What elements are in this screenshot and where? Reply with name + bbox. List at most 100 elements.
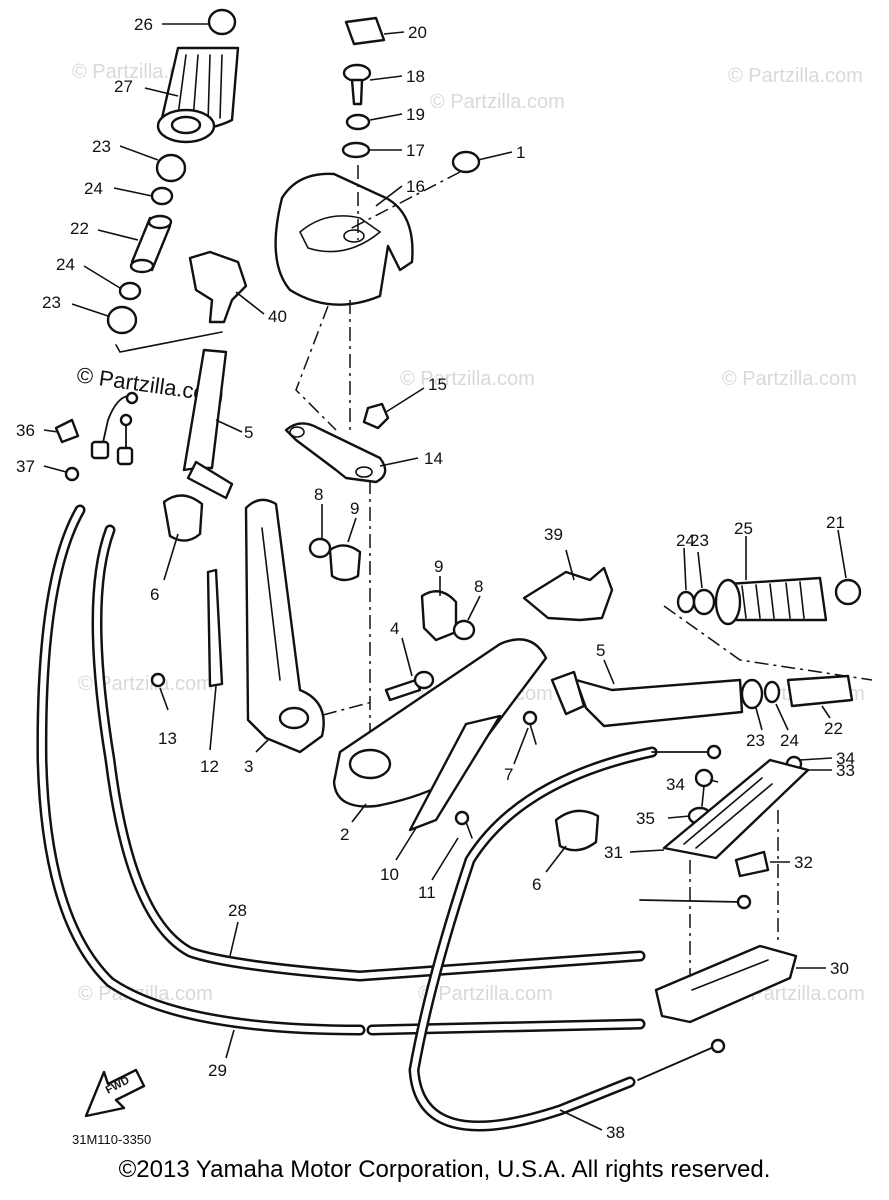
callout-33: 33	[836, 761, 855, 780]
switch-parts	[654, 755, 810, 1024]
leader-line	[215, 419, 243, 433]
left-grip-parts	[106, 8, 248, 353]
callout-31: 31	[604, 843, 623, 862]
leader-line	[119, 145, 159, 161]
callout-5: 5	[596, 641, 605, 660]
callout-2: 2	[340, 825, 349, 844]
callout-13: 13	[158, 729, 177, 748]
watermark: © Partzilla.com	[722, 368, 857, 390]
leader-line	[209, 685, 217, 751]
leader-line	[683, 547, 687, 591]
clip-part	[522, 566, 614, 622]
housing-detail	[691, 959, 769, 991]
right-grip-parts	[522, 566, 862, 728]
housing-part	[654, 944, 798, 1024]
callout-28: 28	[228, 901, 247, 920]
callout-24: 24	[84, 179, 103, 198]
cable-end	[119, 413, 133, 427]
grip-mouth	[714, 578, 742, 626]
cable-part	[408, 746, 658, 1132]
cap-part	[740, 678, 764, 710]
leader-line	[513, 727, 529, 765]
cover-slot	[299, 215, 382, 253]
callout-9: 9	[350, 499, 359, 518]
leader-line	[163, 533, 179, 581]
lever-fitting	[186, 460, 234, 500]
callout-23: 23	[92, 137, 111, 156]
bracket-hole	[289, 426, 305, 438]
leader-line	[697, 551, 703, 589]
callout-27: 27	[114, 77, 133, 96]
copyright-notice: ©2013 Yamaha Motor Corporation, U.S.A. A…	[118, 1156, 771, 1183]
screw-shank	[465, 821, 473, 839]
callout-30: 30	[830, 959, 849, 978]
cables	[36, 391, 752, 1132]
plate-part	[206, 568, 224, 688]
group-bracket	[115, 331, 223, 353]
leader-line	[837, 529, 847, 579]
barrel-end	[147, 214, 173, 230]
callout-20: 20	[408, 23, 427, 42]
watermark: © Partzilla.com	[78, 673, 213, 695]
leader-line	[545, 845, 567, 873]
lever-fitting	[550, 670, 586, 716]
leader-line	[229, 921, 239, 957]
leader-line	[667, 815, 691, 819]
grip-end-cap-part	[207, 8, 237, 36]
cover-part	[274, 172, 414, 306]
callout-37: 37	[16, 457, 35, 476]
callout-14: 14	[424, 449, 443, 468]
callout-34: 34	[836, 749, 855, 768]
leader-line	[71, 303, 109, 317]
callout-labels: 26 27 23 24 22 24 23 40 20 18 19 17 1 16…	[16, 15, 855, 1142]
callout-16: 16	[406, 177, 425, 196]
clip-part	[188, 250, 248, 324]
callout-19: 19	[406, 105, 425, 124]
leader-line	[43, 465, 67, 473]
callout-15: 15	[428, 375, 447, 394]
callout-24: 24	[676, 531, 695, 550]
leader-line	[351, 803, 367, 823]
callout-34: 34	[666, 775, 685, 794]
leader-line	[235, 291, 265, 315]
callout-40: 40	[268, 307, 287, 326]
ring-part	[676, 590, 696, 614]
watermark: © Partzilla.com	[418, 983, 553, 1005]
spacer-part	[308, 537, 332, 559]
boot-part	[554, 809, 600, 852]
callout-24: 24	[780, 731, 799, 750]
ring-part	[150, 186, 174, 206]
cable-core	[411, 749, 655, 1129]
watermark: © Partzilla.com	[728, 65, 863, 87]
cable-end	[710, 1038, 726, 1054]
callout-5: 5	[244, 423, 253, 442]
callout-25: 25	[734, 519, 753, 538]
callout-9: 9	[434, 557, 443, 576]
centerline	[322, 701, 373, 716]
screw-part	[694, 768, 714, 788]
leader-line	[755, 707, 763, 731]
callout-38: 38	[606, 1123, 625, 1142]
grip-part	[726, 576, 828, 622]
diagram-code: 31M110-3350	[72, 1132, 151, 1147]
screw-part	[522, 710, 538, 726]
switch-part	[734, 850, 770, 878]
nut-part	[362, 402, 390, 430]
cable-core	[94, 527, 643, 979]
screw-shank	[529, 723, 537, 745]
callout-10: 10	[380, 865, 399, 884]
leader-line	[347, 517, 357, 543]
cap-part	[155, 153, 187, 183]
watermark: © Partzilla.com	[400, 368, 535, 390]
leader-line	[709, 779, 719, 783]
leader-line	[799, 757, 833, 761]
barrel-end	[129, 258, 155, 274]
callout-29: 29	[208, 1061, 227, 1080]
arm-hole	[348, 748, 392, 780]
callout-6: 6	[532, 875, 541, 894]
callout-36: 36	[16, 421, 35, 440]
callout-39: 39	[544, 525, 563, 544]
callout-35: 35	[636, 809, 655, 828]
callout-22: 22	[70, 219, 89, 238]
